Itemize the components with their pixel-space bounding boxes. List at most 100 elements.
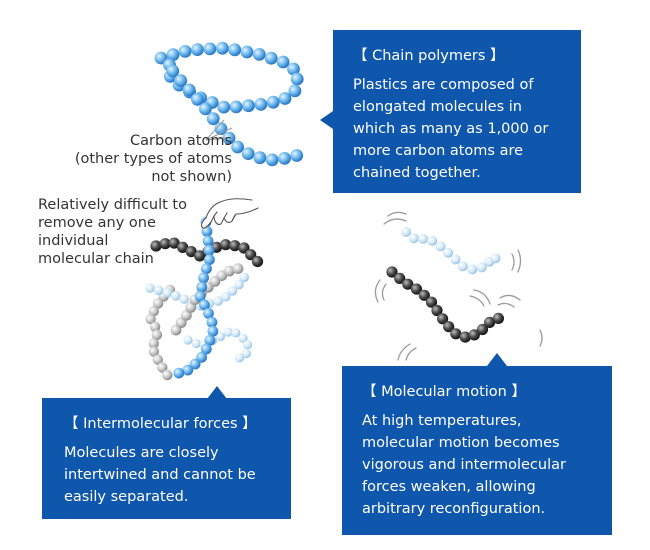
atom-bead [224, 265, 235, 277]
atom-bead [253, 151, 267, 165]
atom-bead [150, 240, 162, 252]
atom-bead [189, 358, 201, 370]
atom-bead [201, 226, 213, 237]
atom-bead [185, 246, 197, 258]
atom-bead [241, 349, 251, 359]
atom-bead [234, 279, 244, 290]
atom-bead [243, 340, 253, 350]
chain-polymers-pointer [320, 111, 333, 129]
atom-bead [459, 331, 471, 343]
atom-bead [490, 253, 501, 264]
atom-bead [254, 98, 268, 111]
intermolecular-forces-title: 【 Intermolecular forces 】 [64, 416, 257, 432]
atom-bead [227, 286, 238, 296]
atom-bead [418, 233, 429, 244]
atom-bead [229, 100, 243, 114]
atom-bead [198, 272, 210, 284]
atom-bead [194, 291, 206, 302]
atom-bead [266, 95, 280, 109]
atom-bead [242, 99, 255, 113]
atom-bead [402, 278, 414, 290]
dark-chain [150, 237, 264, 268]
atom-bead [437, 313, 449, 325]
atom-bead [450, 254, 461, 265]
atom-bead [425, 296, 438, 308]
atom-bead [241, 147, 255, 161]
atom-bead [178, 45, 192, 58]
atom-bead [220, 291, 231, 302]
atom-bead [427, 235, 438, 246]
atom-bead [276, 55, 290, 69]
atom-bead [265, 153, 279, 167]
atom-bead [159, 238, 171, 250]
atom-bead [148, 338, 159, 349]
atom-bead [492, 312, 504, 324]
chain-polymers-box: 【 Chain polymers 】 Plastics are composed… [333, 30, 581, 193]
atom-bead [153, 285, 164, 296]
atom-bead [287, 62, 300, 76]
atom-bead [484, 316, 496, 328]
atom-bead [199, 299, 210, 311]
atom-bead [148, 306, 159, 317]
intermolecular-forces-pointer [207, 386, 227, 399]
carbon-pointer-lines [205, 119, 233, 141]
difficult-to-remove-label: Relatively difficult to remove any one i… [38, 196, 238, 268]
difficult-line-4: molecular chain [38, 251, 154, 267]
atom-bead [215, 332, 226, 342]
atom-bead [228, 43, 242, 57]
atom-bead [290, 72, 304, 86]
atom-bead [191, 92, 204, 106]
atom-bead [177, 241, 189, 253]
molecular-motion-text: At high temperatures, molecular motion b… [362, 413, 566, 517]
atom-bead [162, 288, 173, 298]
atom-bead [154, 51, 168, 65]
molecular-motion-title: 【 Molecular motion 】 [362, 384, 526, 400]
atom-bead [204, 254, 215, 266]
motion-lines [374, 211, 543, 361]
atom-bead [157, 362, 168, 373]
intermolecular-forces-box: 【 Intermolecular forces 】 Molecules are … [42, 398, 291, 519]
atom-bead [171, 291, 181, 301]
atom-bead [231, 140, 245, 154]
atom-bead [231, 328, 241, 338]
atom-bead [194, 250, 206, 262]
atom-bead [278, 152, 291, 165]
atom-bead [223, 327, 233, 337]
chain-polymer-molecule [154, 41, 304, 167]
atom-bead [179, 294, 189, 304]
carbon-atoms-label: Carbon atoms (other types of atoms not s… [54, 132, 232, 186]
atom-bead [213, 296, 223, 306]
molecular-motion-box: 【 Molecular motion 】 At high temperature… [342, 366, 612, 535]
difficult-line-2: remove any one [38, 215, 156, 231]
atom-bead [222, 131, 236, 145]
intermolecular-forces-text: Molecules are closely intertwined and ca… [64, 445, 256, 505]
atom-bead [151, 329, 163, 341]
atom-bead [238, 333, 248, 343]
atom-bead [145, 313, 156, 325]
atom-bead [252, 48, 266, 61]
atom-bead [149, 321, 161, 333]
intertwined-molecules [145, 216, 264, 381]
atom-bead [166, 64, 180, 78]
difficult-line-1: Relatively difficult to [38, 197, 187, 213]
atom-bead [204, 334, 216, 346]
atom-bead [206, 316, 218, 328]
atom-bead [443, 321, 455, 333]
difficult-line-3: individual [38, 233, 109, 249]
atom-bead [203, 244, 215, 256]
atom-bead [232, 263, 244, 274]
atom-bead [200, 343, 212, 355]
atom-bead [468, 329, 480, 341]
atom-bead [476, 323, 489, 336]
atom-bead [173, 367, 185, 379]
atom-bead [217, 100, 231, 114]
atom-bead [288, 84, 302, 98]
atom-bead [251, 255, 264, 268]
atom-bead [410, 283, 423, 295]
atom-bead [191, 43, 204, 56]
moving-molecules [386, 227, 504, 343]
atom-bead [443, 247, 454, 258]
atom-bead [394, 272, 406, 284]
chain-polymer-beads [154, 41, 304, 167]
